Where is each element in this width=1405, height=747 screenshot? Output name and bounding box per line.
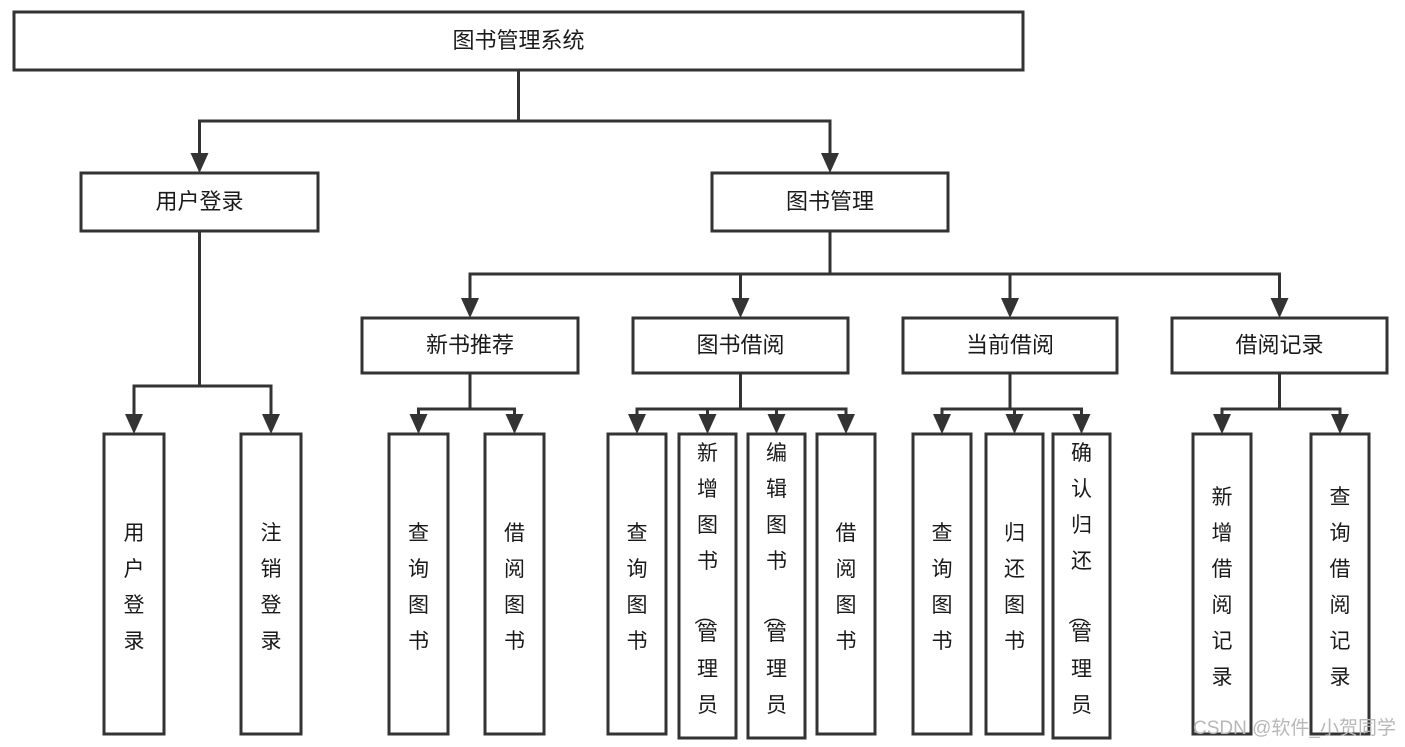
arrow-head-icon <box>731 298 750 318</box>
node-box-user-login[interactable] <box>79 171 320 233</box>
arrow-head-icon <box>1213 414 1231 434</box>
node-root[interactable]: 图书管理系统 <box>12 10 1025 72</box>
node-leaf-add-record[interactable]: 新增借阅记录 <box>1191 432 1253 736</box>
node-label-root: 图书管理系统 <box>452 28 584 53</box>
arrow-head-icon <box>698 414 717 434</box>
arrow-head-icon <box>1331 414 1349 434</box>
node-label-leaf-add-book: 新增图书（管理员） <box>692 442 718 747</box>
node-box-leaf-query-book-2[interactable] <box>606 432 668 736</box>
arrow-head-icon <box>409 414 428 434</box>
node-label-leaf-query-book-1: 查询图书 <box>408 522 429 653</box>
node-box-current-borrow[interactable] <box>901 316 1119 375</box>
node-leaf-query-book-1[interactable]: 查询图书 <box>387 432 450 736</box>
node-box-leaf-query-record[interactable] <box>1309 432 1371 736</box>
node-box-new-book-recommend[interactable] <box>360 316 580 375</box>
node-label-leaf-borrow-book-1: 借阅图书 <box>504 522 525 653</box>
node-leaf-borrow-book-1[interactable]: 借阅图书 <box>483 432 546 736</box>
node-box-leaf-add-record[interactable] <box>1191 432 1253 736</box>
node-label-book-borrow: 图书借阅 <box>696 332 784 357</box>
node-box-root[interactable] <box>12 10 1025 72</box>
nodes-layer: 图书管理系统用户登录图书管理新书推荐图书借阅当前借阅借阅记录用户登录注销登录查询… <box>12 10 1389 747</box>
node-label-leaf-user-login: 用户登录 <box>124 522 145 653</box>
arrow-head-icon <box>821 153 839 173</box>
node-box-leaf-borrow-book-2[interactable] <box>815 432 877 736</box>
node-box-leaf-return-book[interactable] <box>984 432 1045 736</box>
node-leaf-edit-book[interactable]: 编辑图书（管理员） <box>746 432 807 747</box>
node-leaf-user-login[interactable]: 用户登录 <box>102 432 166 736</box>
node-box-book-manage[interactable] <box>710 171 950 233</box>
arrow-head-icon <box>461 298 479 318</box>
node-box-leaf-logout[interactable] <box>239 432 303 736</box>
node-leaf-query-book-3[interactable]: 查询图书 <box>911 432 973 736</box>
node-user-login[interactable]: 用户登录 <box>79 171 320 233</box>
arrow-head-icon <box>1005 414 1024 434</box>
arrow-head-icon <box>837 414 855 434</box>
node-label-leaf-edit-book: 编辑图书（管理员） <box>761 442 787 747</box>
node-label-borrow-record: 借阅记录 <box>1235 332 1323 357</box>
node-box-borrow-record[interactable] <box>1170 316 1389 375</box>
node-leaf-query-record[interactable]: 查询借阅记录 <box>1309 432 1371 736</box>
node-label-leaf-confirm-return: 确认归还（管理员） <box>1066 442 1092 747</box>
node-label-leaf-query-book-2: 查询图书 <box>627 522 648 653</box>
node-label-leaf-borrow-book-2: 借阅图书 <box>836 522 857 653</box>
node-book-manage[interactable]: 图书管理 <box>710 171 950 233</box>
node-borrow-record[interactable]: 借阅记录 <box>1170 316 1389 375</box>
arrow-head-icon <box>1001 298 1019 318</box>
node-box-book-borrow[interactable] <box>631 316 850 375</box>
node-label-leaf-add-record: 新增借阅记录 <box>1212 486 1233 689</box>
node-box-leaf-add-book[interactable] <box>677 432 738 740</box>
node-label-user-login: 用户登录 <box>155 189 243 214</box>
csdn-watermark: CSDN @软件_小贺同学 <box>1193 717 1396 739</box>
arrow-head-icon <box>505 414 524 434</box>
connectors-layer <box>125 68 1349 434</box>
arrow-head-icon <box>1270 298 1289 318</box>
arrow-head-icon <box>1072 414 1091 434</box>
node-box-leaf-query-book-3[interactable] <box>911 432 973 736</box>
node-leaf-logout[interactable]: 注销登录 <box>239 432 303 736</box>
node-box-leaf-query-book-1[interactable] <box>387 432 450 736</box>
arrow-head-icon <box>262 414 280 434</box>
arrow-head-icon <box>933 414 951 434</box>
node-leaf-return-book[interactable]: 归还图书 <box>984 432 1045 736</box>
node-box-leaf-confirm-return[interactable] <box>1051 432 1112 740</box>
node-label-leaf-query-record: 查询借阅记录 <box>1330 486 1351 689</box>
node-leaf-confirm-return[interactable]: 确认归还（管理员） <box>1051 432 1112 747</box>
node-leaf-add-book[interactable]: 新增图书（管理员） <box>677 432 738 747</box>
node-box-leaf-user-login[interactable] <box>102 432 166 736</box>
node-label-book-manage: 图书管理 <box>786 189 874 214</box>
arrow-head-icon <box>190 153 209 173</box>
arrow-head-icon <box>767 414 786 434</box>
node-current-borrow[interactable]: 当前借阅 <box>901 316 1119 375</box>
node-box-leaf-edit-book[interactable] <box>746 432 807 740</box>
node-label-leaf-return-book: 归还图书 <box>1004 522 1025 653</box>
node-leaf-borrow-book-2[interactable]: 借阅图书 <box>815 432 877 736</box>
node-label-current-borrow: 当前借阅 <box>966 332 1054 357</box>
node-label-leaf-logout: 注销登录 <box>261 522 282 653</box>
arrow-head-icon <box>125 414 143 434</box>
node-label-new-book-recommend: 新书推荐 <box>426 332 514 357</box>
node-new-book-recommend[interactable]: 新书推荐 <box>360 316 580 375</box>
node-leaf-query-book-2[interactable]: 查询图书 <box>606 432 668 736</box>
node-box-leaf-borrow-book-1[interactable] <box>483 432 546 736</box>
arrow-head-icon <box>628 414 646 434</box>
node-book-borrow[interactable]: 图书借阅 <box>631 316 850 375</box>
node-label-leaf-query-book-3: 查询图书 <box>932 522 953 653</box>
